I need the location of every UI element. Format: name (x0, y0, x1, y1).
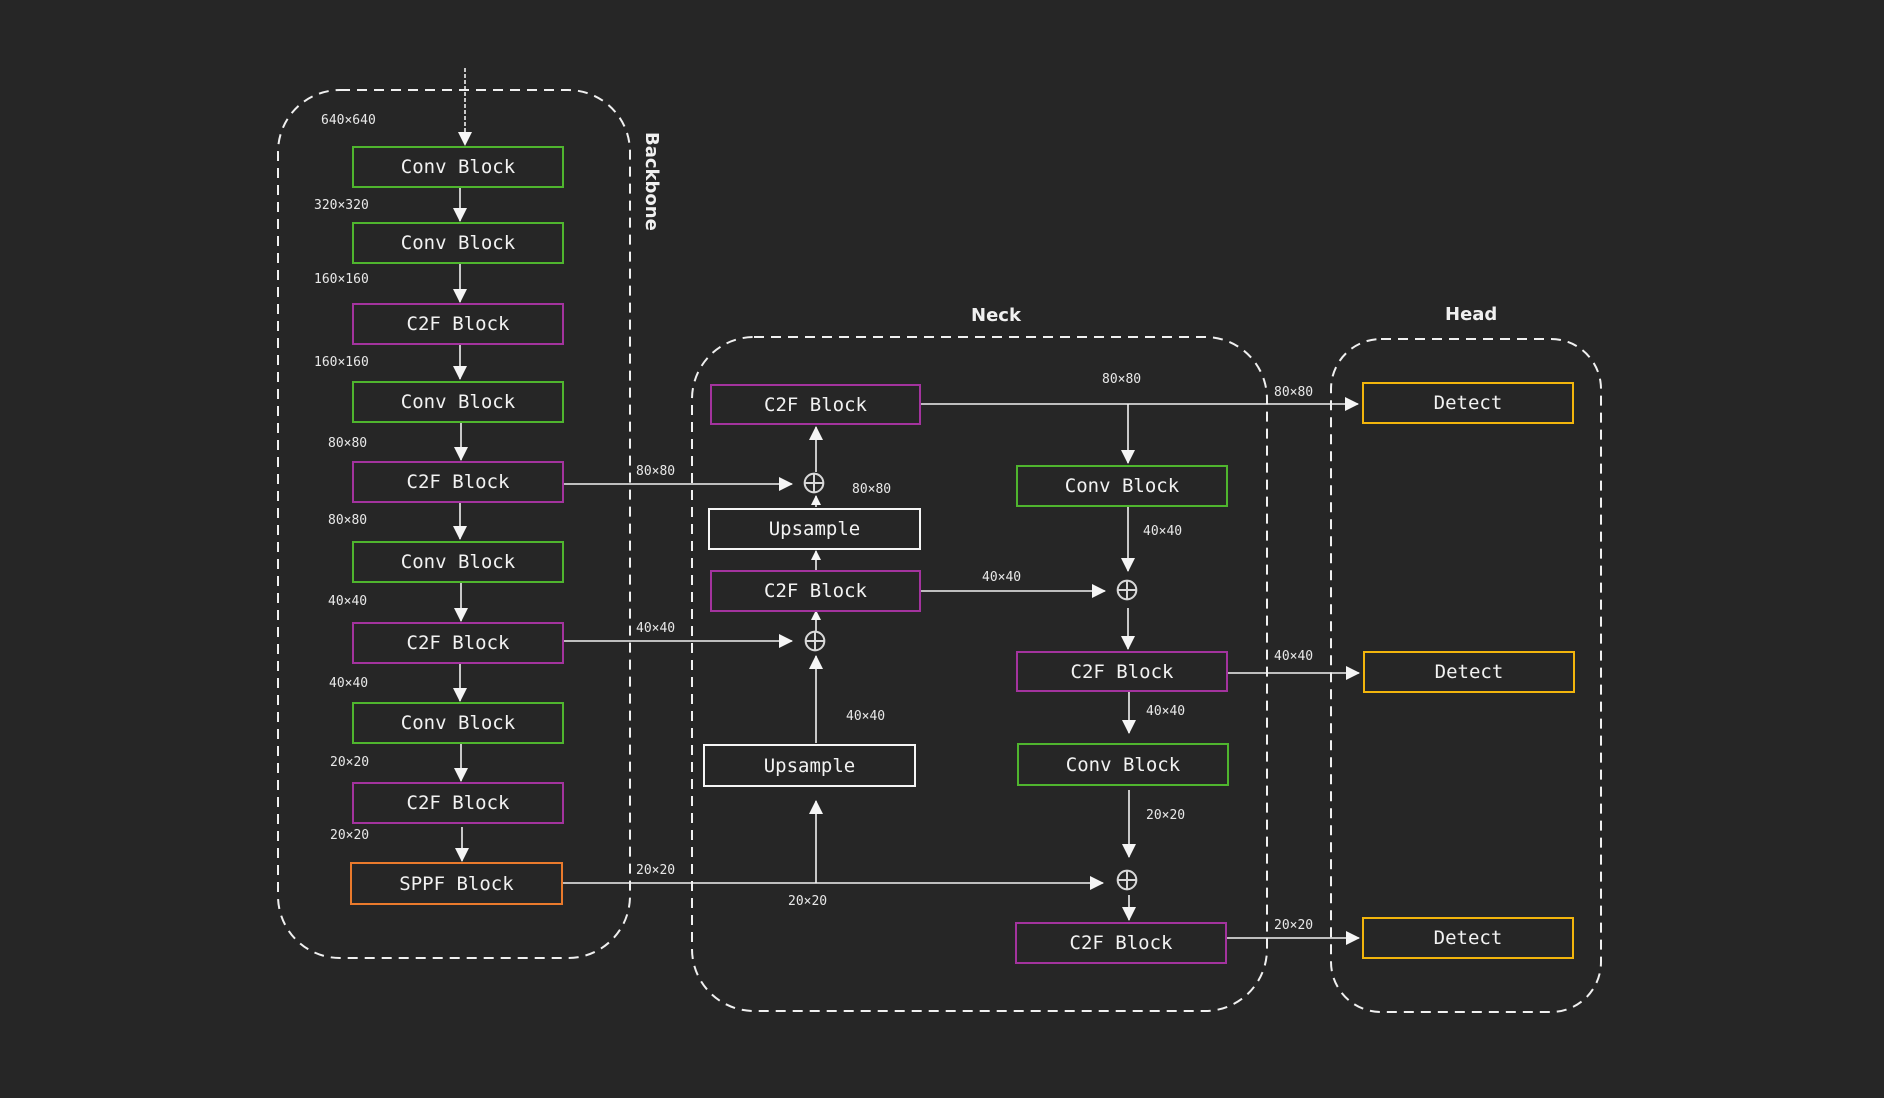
dim-label: 80×80 (1274, 385, 1314, 400)
head-title: Head (1445, 304, 1498, 325)
detect-box-20[interactable]: Detect (1362, 917, 1574, 959)
concat-icon (1116, 579, 1138, 601)
dim-label: 40×40 (846, 709, 886, 724)
neck-c2f-block-top[interactable]: C2F Block (710, 384, 921, 425)
dim-label: 20×20 (330, 828, 370, 843)
backbone-group-border (277, 89, 631, 959)
neck-conv-block-top[interactable]: Conv Block (1016, 465, 1228, 507)
backbone-c2f-block-4[interactable]: C2F Block (352, 782, 564, 824)
concat-icon (1116, 869, 1138, 891)
backbone-conv-block-5[interactable]: Conv Block (352, 702, 564, 744)
dim-label: 80×80 (852, 482, 892, 497)
dim-label: 40×40 (1146, 704, 1186, 719)
dim-label: 40×40 (1143, 524, 1183, 539)
dim-label: 80×80 (636, 464, 676, 479)
neck-upsample-top[interactable]: Upsample (708, 508, 921, 550)
backbone-conv-block-2[interactable]: Conv Block (352, 222, 564, 264)
detect-box-40[interactable]: Detect (1363, 651, 1575, 693)
dim-label: 640×640 (321, 113, 376, 128)
neck-c2f-block-mid[interactable]: C2F Block (710, 570, 921, 612)
dim-label: 20×20 (1146, 808, 1186, 823)
backbone-c2f-block-3[interactable]: C2F Block (352, 622, 564, 664)
backbone-title: Backbone (641, 132, 662, 231)
dim-label: 20×20 (788, 894, 828, 909)
dim-label: 40×40 (1274, 649, 1314, 664)
backbone-c2f-block-2[interactable]: C2F Block (352, 461, 564, 503)
dim-label: 160×160 (314, 272, 369, 287)
backbone-c2f-block-1[interactable]: C2F Block (352, 303, 564, 345)
backbone-conv-block-3[interactable]: Conv Block (352, 381, 564, 423)
neck-c2f-block-right-mid[interactable]: C2F Block (1016, 651, 1228, 692)
head-group-border (1330, 338, 1602, 1013)
dim-label: 20×20 (1274, 918, 1314, 933)
backbone-conv-block-4[interactable]: Conv Block (352, 541, 564, 583)
dim-label: 40×40 (329, 676, 369, 691)
backbone-conv-block-1[interactable]: Conv Block (352, 146, 564, 188)
dim-label: 80×80 (328, 513, 368, 528)
dim-label: 80×80 (328, 436, 368, 451)
detect-box-80[interactable]: Detect (1362, 382, 1574, 424)
dim-label: 80×80 (1102, 372, 1142, 387)
dim-label: 40×40 (328, 594, 368, 609)
concat-icon (804, 630, 826, 652)
dim-label: 320×320 (314, 198, 369, 213)
dim-label: 40×40 (636, 621, 676, 636)
neck-c2f-block-right-bottom[interactable]: C2F Block (1015, 922, 1227, 964)
neck-group-border (691, 336, 1268, 1012)
concat-icon (803, 472, 825, 494)
backbone-sppf-block[interactable]: SPPF Block (350, 862, 563, 905)
neck-title: Neck (971, 305, 1021, 326)
dim-label: 20×20 (330, 755, 370, 770)
dim-label: 40×40 (982, 570, 1022, 585)
neck-upsample-bottom[interactable]: Upsample (703, 744, 916, 787)
dim-label: 160×160 (314, 355, 369, 370)
dim-label: 20×20 (636, 863, 676, 878)
neck-conv-block-bottom[interactable]: Conv Block (1017, 743, 1229, 786)
